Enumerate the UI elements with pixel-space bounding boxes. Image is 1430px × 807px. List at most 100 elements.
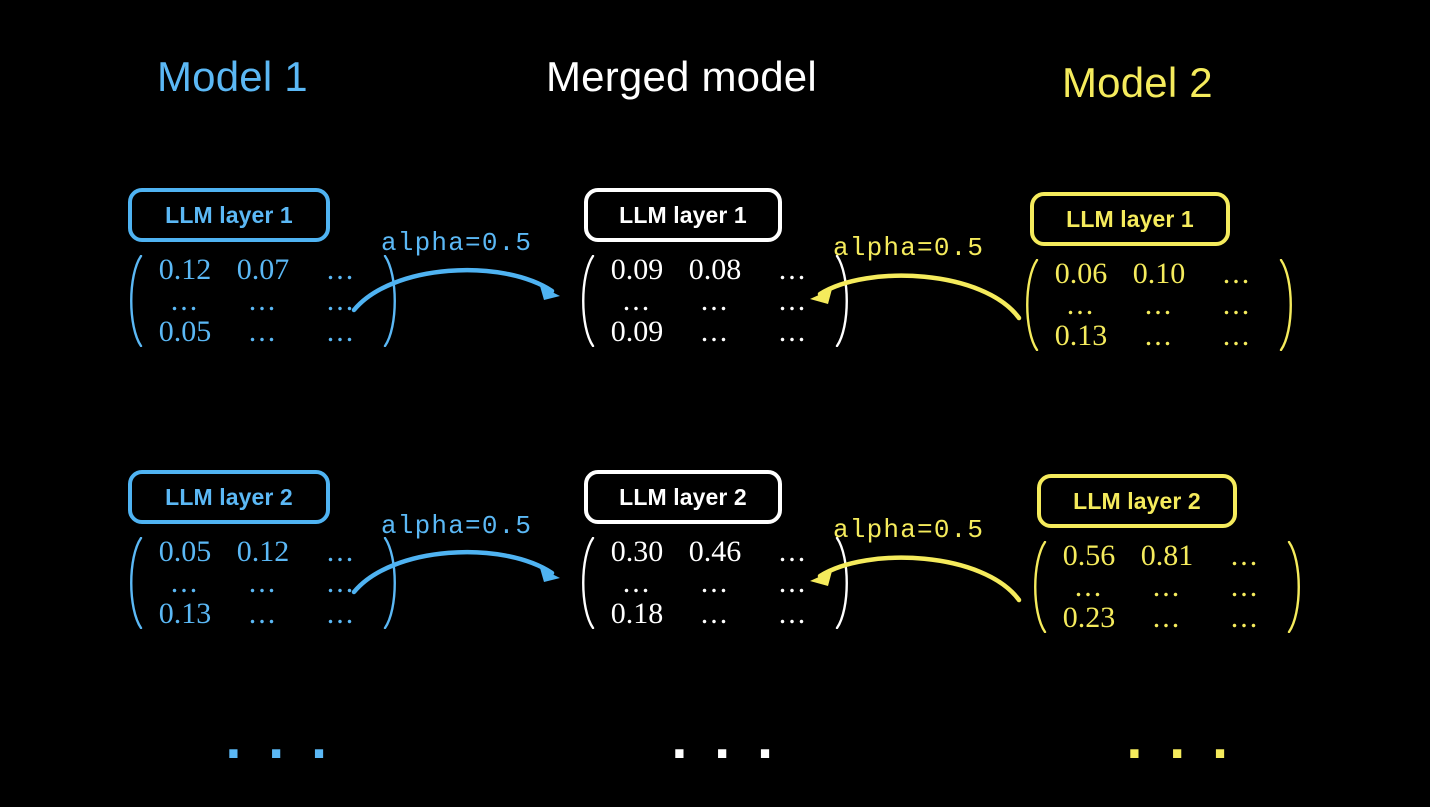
alpha-label-left-row-2: alpha=0.5: [381, 511, 533, 541]
continuation-dots-left: ...: [216, 711, 345, 776]
matrix-cell: ...: [326, 565, 356, 599]
matrix-cell: ...: [1230, 569, 1260, 603]
matrix-cell: ...: [248, 283, 278, 317]
matrix-cell: ...: [1230, 539, 1260, 573]
matrix-cell: 0.06: [1054, 257, 1108, 291]
layer-box-right-row-1: LLM layer 1: [1030, 192, 1230, 246]
matrix-cell: ...: [778, 314, 808, 348]
matrix-cell: 0.13: [158, 596, 212, 630]
left-parenthesis-icon: [1018, 259, 1040, 351]
matrix-cell: 0.08: [688, 253, 742, 287]
column-title-model-1: Model 1: [157, 53, 308, 100]
matrix-left-row-2: 0.05 0.12 ... ... ... ... 0.13 ... ...: [122, 537, 396, 629]
layer-box-label: LLM layer 1: [619, 201, 747, 228]
right-parenthesis-icon: [1286, 541, 1308, 633]
alpha-label-right-row-2: alpha=0.5: [833, 515, 985, 545]
matrix-cells: 0.09 0.08 ... ... ... ... 0.09 ... ...: [596, 255, 834, 347]
matrix-cell: ...: [700, 314, 730, 348]
matrix-cells: 0.12 0.07 ... ... ... ... 0.05 ... ...: [144, 255, 382, 347]
matrix-cell: ...: [248, 596, 278, 630]
matrix-cell: ...: [1152, 600, 1182, 634]
matrix-cell: ...: [326, 535, 356, 569]
matrix-cell: 0.18: [610, 596, 664, 630]
matrix-cell: 0.56: [1062, 539, 1116, 573]
right-parenthesis-icon: [1278, 259, 1300, 351]
left-parenthesis-icon: [1026, 541, 1048, 633]
matrix-cell: ...: [1222, 318, 1252, 352]
matrix-cell: ...: [1144, 287, 1174, 321]
matrix-cell: 0.09: [610, 253, 664, 287]
column-title-merged-model: Merged model: [546, 53, 817, 100]
right-parenthesis-icon: [382, 537, 404, 629]
curved-arrow-right-icon-row-1: [351, 267, 560, 313]
matrix-cell: ...: [1222, 287, 1252, 321]
matrix-cell: ...: [778, 596, 808, 630]
matrix-cells: 0.05 0.12 ... ... ... ... 0.13 ... ...: [144, 537, 382, 629]
matrix-cell: 0.05: [158, 535, 212, 569]
left-parenthesis-icon: [574, 255, 596, 347]
matrix-cell: 0.05: [158, 314, 212, 348]
matrix-cell: ...: [170, 283, 200, 317]
matrix-left-row-1: 0.12 0.07 ... ... ... ... 0.05 ... ...: [122, 255, 396, 347]
alpha-label-right-row-1: alpha=0.5: [833, 233, 985, 263]
matrix-cell: ...: [700, 565, 730, 599]
curved-arrow-left-icon-row-1: [810, 273, 1022, 321]
matrix-cell: ...: [326, 314, 356, 348]
left-parenthesis-icon: [122, 255, 144, 347]
matrix-cell: ...: [1222, 257, 1252, 291]
layer-box-label: LLM layer 2: [1073, 487, 1201, 514]
right-parenthesis-icon: [834, 537, 856, 629]
curved-arrow-left-icon-row-2: [810, 555, 1022, 603]
layer-box-label: LLM layer 2: [165, 483, 293, 510]
matrix-cell: 0.12: [236, 535, 290, 569]
matrix-cell: 0.10: [1132, 257, 1186, 291]
layer-box-label: LLM layer 1: [165, 201, 293, 228]
matrix-cell: ...: [326, 283, 356, 317]
layer-box-center-row-1: LLM layer 1: [584, 188, 782, 242]
matrix-cell: ...: [700, 283, 730, 317]
matrix-cell: ...: [778, 253, 808, 287]
right-parenthesis-icon: [834, 255, 856, 347]
matrix-center-row-1: 0.09 0.08 ... ... ... ... 0.09 ... ...: [574, 255, 848, 347]
right-parenthesis-icon: [382, 255, 404, 347]
matrix-cell: ...: [778, 283, 808, 317]
matrix-cell: ...: [326, 253, 356, 287]
layer-box-left-row-1: LLM layer 1: [128, 188, 330, 242]
layer-box-label: LLM layer 2: [619, 483, 747, 510]
matrix-cell: ...: [1152, 569, 1182, 603]
matrix-cell: 0.09: [610, 314, 664, 348]
alpha-label-left-row-1: alpha=0.5: [381, 228, 533, 258]
matrix-cell: 0.13: [1054, 318, 1108, 352]
matrix-cell: ...: [622, 565, 652, 599]
matrix-cells: 0.06 0.10 ... ... ... ... 0.13 ... ...: [1040, 259, 1278, 351]
continuation-dots-center: ...: [662, 711, 791, 776]
matrix-cell: ...: [1230, 600, 1260, 634]
matrix-cell: ...: [778, 535, 808, 569]
layer-box-left-row-2: LLM layer 2: [128, 470, 330, 524]
column-title-model-2: Model 2: [1062, 59, 1213, 106]
matrix-right-row-1: 0.06 0.10 ... ... ... ... 0.13 ... ...: [1018, 259, 1292, 351]
matrix-cell: ...: [622, 283, 652, 317]
left-parenthesis-icon: [122, 537, 144, 629]
matrix-cell: ...: [248, 314, 278, 348]
matrix-cell: ...: [778, 565, 808, 599]
matrix-cells: 0.30 0.46 ... ... ... ... 0.18 ... ...: [596, 537, 834, 629]
layer-box-right-row-2: LLM layer 2: [1037, 474, 1237, 528]
layer-box-label: LLM layer 1: [1066, 205, 1194, 232]
matrix-cells: 0.56 0.81 ... ... ... ... 0.23 ... ...: [1048, 541, 1286, 633]
matrix-cell: 0.30: [610, 535, 664, 569]
continuation-dots-right: ...: [1117, 711, 1246, 776]
left-parenthesis-icon: [574, 537, 596, 629]
matrix-cell: ...: [1144, 318, 1174, 352]
matrix-cell: 0.46: [688, 535, 742, 569]
matrix-center-row-2: 0.30 0.46 ... ... ... ... 0.18 ... ...: [574, 537, 848, 629]
matrix-cell: ...: [170, 565, 200, 599]
matrix-cell: 0.81: [1140, 539, 1194, 573]
curved-arrow-right-icon-row-2: [351, 549, 560, 595]
matrix-cell: 0.07: [236, 253, 290, 287]
matrix-cell: 0.23: [1062, 600, 1116, 634]
matrix-cell: ...: [248, 565, 278, 599]
matrix-right-row-2: 0.56 0.81 ... ... ... ... 0.23 ... ...: [1026, 541, 1300, 633]
matrix-cell: ...: [700, 596, 730, 630]
